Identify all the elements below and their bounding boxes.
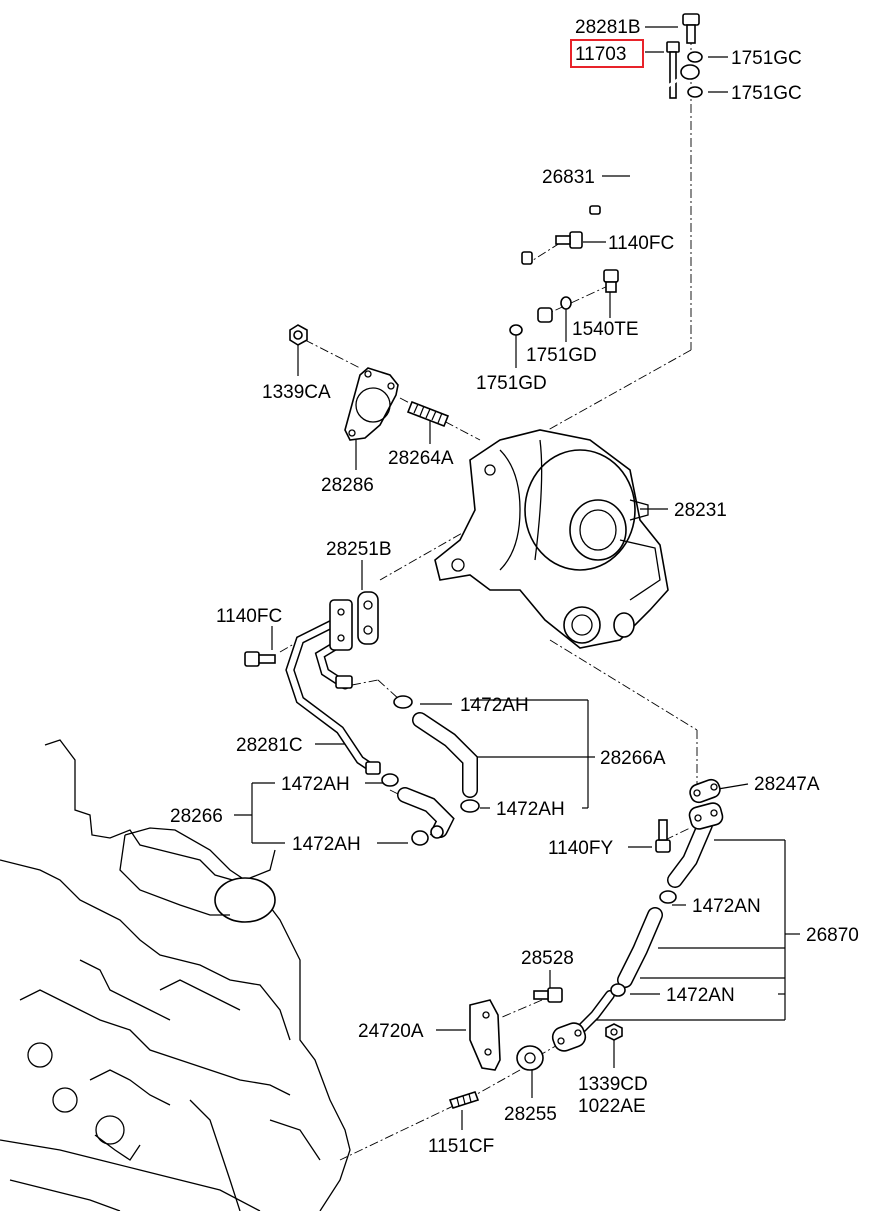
label-28281B: 28281B bbox=[575, 17, 641, 38]
label-1140FY: 1140FY bbox=[548, 838, 613, 859]
label-1140FC-top: 1140FC bbox=[608, 233, 674, 254]
label-1540TE: 1540TE bbox=[572, 319, 639, 340]
bolt-1140FY bbox=[655, 819, 671, 853]
label-28264A: 28264A bbox=[388, 448, 454, 469]
highlight-box bbox=[570, 39, 644, 68]
gasket-28286 bbox=[344, 367, 399, 441]
engine-block bbox=[0, 739, 351, 1211]
label-1151CF: 1151CF bbox=[428, 1136, 494, 1157]
label-28286: 28286 bbox=[321, 475, 374, 496]
stud-1151CF bbox=[448, 1091, 480, 1109]
turbocharger-28231 bbox=[434, 429, 669, 649]
label-1751GD-b: 1751GD bbox=[476, 373, 547, 394]
label-1472AH-c: 1472AH bbox=[496, 799, 565, 820]
label-1339CA: 1339CA bbox=[262, 382, 331, 403]
label-1472AH-a: 1472AH bbox=[460, 695, 529, 716]
label-28266: 28266 bbox=[170, 806, 223, 827]
washer-1751GD bbox=[509, 296, 572, 336]
label-1472AN-b: 1472AN bbox=[666, 985, 735, 1006]
label-28231: 28231 bbox=[674, 500, 727, 521]
label-11703[interactable]: 11703 bbox=[575, 44, 626, 65]
leader-lines bbox=[234, 26, 800, 1161]
part-labels: 28281B 11703 1751GC 1751GC 26831 1140FC … bbox=[170, 17, 859, 1157]
label-1751GD-a: 1751GD bbox=[526, 345, 597, 366]
gasket-28255 bbox=[516, 1045, 544, 1071]
washer-1751GC bbox=[687, 51, 703, 98]
label-28528: 28528 bbox=[521, 948, 574, 969]
oil-feed-pipe-26831 bbox=[520, 64, 700, 323]
clamp-1472AH bbox=[381, 695, 480, 846]
nut-1339CA bbox=[289, 324, 308, 346]
bracket-24720A bbox=[469, 999, 501, 1071]
label-28281C: 28281C bbox=[236, 735, 303, 756]
label-24720A: 24720A bbox=[358, 1021, 424, 1042]
label-1751GC-top: 1751GC bbox=[731, 48, 802, 69]
gasket-28247A bbox=[689, 778, 721, 804]
bolt-1140FC-lower bbox=[244, 651, 276, 667]
label-1751GC-bottom: 1751GC bbox=[731, 83, 802, 104]
label-1140FC-lower: 1140FC bbox=[216, 606, 282, 627]
label-28247A: 28247A bbox=[754, 774, 820, 795]
stud-28264A bbox=[406, 400, 450, 428]
banjo-bolt-28281B bbox=[682, 13, 700, 44]
label-28266A: 28266A bbox=[600, 748, 666, 769]
nut-1339CD bbox=[605, 1023, 623, 1041]
label-28255: 28255 bbox=[504, 1104, 557, 1125]
bolt-1540TE bbox=[603, 269, 619, 293]
label-26831: 26831 bbox=[542, 167, 595, 188]
label-1339CD: 1339CD bbox=[578, 1074, 648, 1095]
bolt-1140FC-top bbox=[555, 231, 583, 249]
hose-28266A bbox=[412, 712, 478, 798]
label-1472AH-d: 1472AH bbox=[292, 834, 361, 855]
label-1472AH-b: 1472AH bbox=[281, 774, 350, 795]
oil-return-pipe-28281C bbox=[285, 599, 381, 775]
gasket-28251B bbox=[357, 591, 379, 645]
label-1472AN-a: 1472AN bbox=[692, 896, 761, 917]
water-pipe-26870 bbox=[551, 802, 724, 1052]
label-1022AE: 1022AE bbox=[578, 1096, 646, 1117]
bolt-28528 bbox=[533, 987, 563, 1003]
label-28251B: 28251B bbox=[326, 539, 392, 560]
label-26870: 26870 bbox=[806, 925, 859, 946]
hose-28266 bbox=[397, 787, 455, 838]
bolt-11703 bbox=[666, 41, 680, 99]
